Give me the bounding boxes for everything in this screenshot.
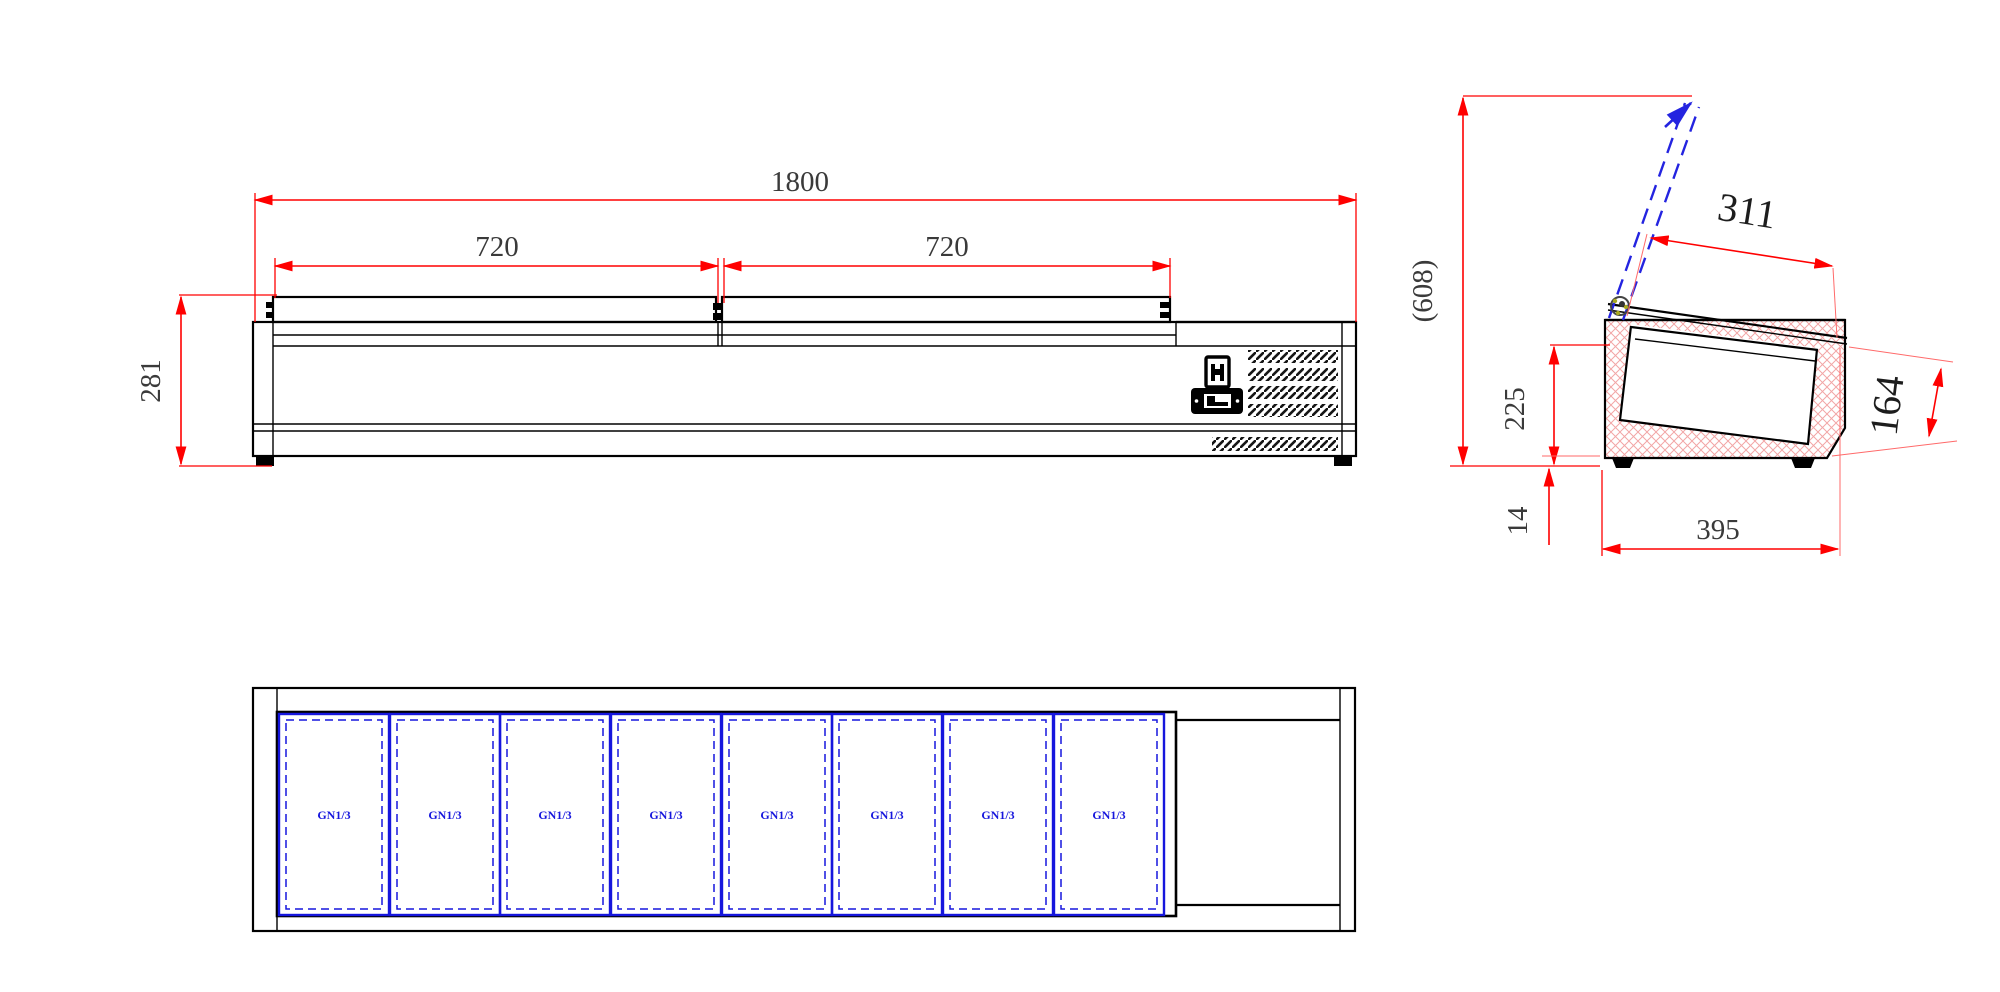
gn-pan: GN1/3 <box>830 712 944 917</box>
side-foot-front <box>1791 458 1815 468</box>
side-foot-back <box>1612 458 1634 468</box>
gn-pan-label: GN1/3 <box>317 808 350 822</box>
gn-pan-label: GN1/3 <box>870 808 903 822</box>
dim-text-164: 164 <box>1861 373 1913 438</box>
dim-text-311: 311 <box>1715 184 1780 238</box>
power-switch-icon <box>1204 355 1231 389</box>
dim-text-720-right: 720 <box>925 231 969 263</box>
dim-text-1800: 1800 <box>771 166 829 198</box>
plan-well-opening <box>275 710 1178 918</box>
gn-pan: GN1/3 <box>498 712 612 917</box>
thermostat-controller-icon <box>1191 388 1243 414</box>
dim-text-14: 14 <box>1502 506 1534 536</box>
dim-text-281: 281 <box>135 359 167 403</box>
plan-outer-outline <box>251 686 1357 933</box>
gn-pan: GN1/3 <box>277 712 391 917</box>
front-lid-left <box>271 295 718 324</box>
front-lid-right <box>720 295 1172 324</box>
side-well-fill <box>1620 324 1818 444</box>
gn-pan: GN1/3 <box>720 712 834 917</box>
gn-pan-label: GN1/3 <box>1092 808 1125 822</box>
gn-pan: GN1/3 <box>941 712 1055 917</box>
front-hinge-left <box>266 302 274 318</box>
gn-pan: GN1/3 <box>1052 712 1166 917</box>
gn-pan-label: GN1/3 <box>649 808 682 822</box>
dim-text-395: 395 <box>1696 514 1740 546</box>
front-body-outline <box>251 320 1358 458</box>
dim-line-311 <box>1649 235 1834 269</box>
dim-text-608: (608) <box>1407 260 1439 323</box>
front-view: 1800 720 720 281 <box>135 166 1358 467</box>
lid-open-arrow-icon <box>1664 101 1693 128</box>
dim-text-720-left: 720 <box>475 231 519 263</box>
side-view: (608) 311 225 14 164 395 <box>1407 95 1958 556</box>
side-pan-rim-2 <box>1634 338 1816 362</box>
gn-pan: GN1/3 <box>388 712 502 917</box>
gn-pan-label: GN1/3 <box>981 808 1014 822</box>
side-lid-closed-bottom <box>1607 309 1848 345</box>
gn-pan-row: GN1/3 GN1/3 GN1/3 GN1/3 GN1/3 <box>277 712 1166 917</box>
vent-grille-lower <box>1212 437 1338 451</box>
front-hinge-right <box>1160 302 1169 318</box>
front-foot-right <box>1334 456 1352 466</box>
gn-pan-label: GN1/3 <box>428 808 461 822</box>
gn-pan-label: GN1/3 <box>538 808 571 822</box>
side-pan-rim-1 <box>1630 325 1819 352</box>
side-well-outline <box>1618 325 1819 446</box>
front-dimensions: 1800 720 720 281 <box>135 166 1358 467</box>
vent-grille <box>1212 350 1338 451</box>
front-hinge-middle <box>713 303 723 320</box>
gn-pan: GN1/3 <box>609 712 723 917</box>
side-dimensions: (608) 311 225 14 164 395 <box>1407 95 1958 556</box>
front-foot-left <box>256 456 274 466</box>
dim-text-225: 225 <box>1499 387 1531 431</box>
plan-view: GN1/3 GN1/3 GN1/3 GN1/3 GN1/3 <box>251 686 1357 933</box>
gn-pan-label: GN1/3 <box>760 808 793 822</box>
side-lid-open <box>1607 101 1701 321</box>
dim-line-164 <box>1926 367 1944 438</box>
